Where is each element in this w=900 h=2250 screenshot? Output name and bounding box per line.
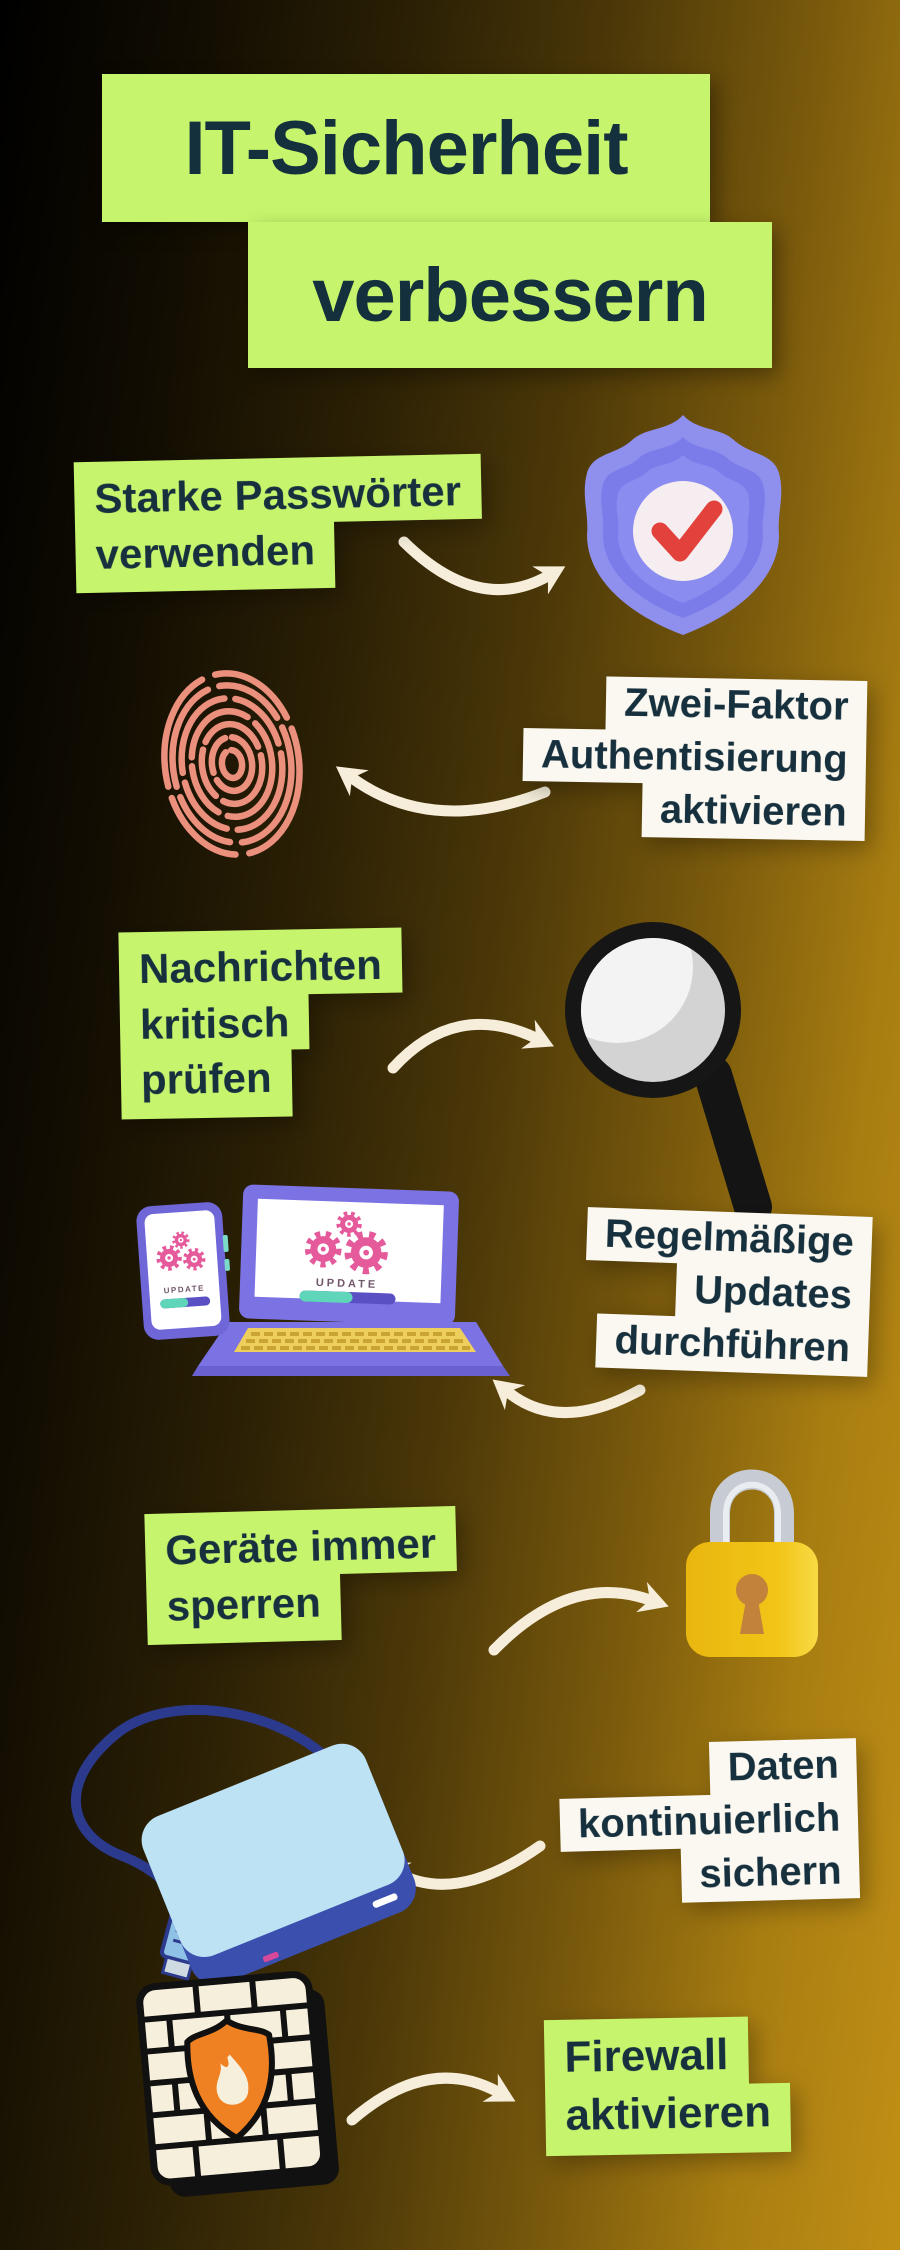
label-line: Firewall	[543, 2016, 749, 2088]
arrow-2fa	[335, 766, 551, 817]
label-nachrichten: Nachrichten kritisch prüfen	[118, 927, 404, 1120]
label-firewall: Firewall aktivieren	[543, 2016, 792, 2156]
label-line: Regelmäßige	[586, 1207, 873, 1271]
firewall-icon	[136, 1971, 339, 2197]
title-line2-box: verbessern	[248, 222, 772, 368]
arrow-passwords	[398, 536, 566, 596]
label-daten-sichern: Daten kontinuierlich sichern	[558, 1738, 861, 1905]
label-line: aktivieren	[545, 2082, 792, 2156]
arrow-updates	[492, 1379, 646, 1418]
label-line: Daten	[708, 1738, 858, 1796]
label-line: Zwei-Faktor	[605, 676, 868, 735]
label-line: Nachrichten	[118, 927, 403, 998]
label-line: Updates	[675, 1263, 871, 1324]
label-line: Starke Passwörter	[73, 453, 482, 527]
label-line: Geräte immer	[144, 1505, 457, 1579]
label-line: sichern	[680, 1844, 861, 1903]
label-starke-passwoerter: Starke Passwörter verwenden	[73, 453, 483, 594]
arrow-firewall	[346, 2072, 516, 2126]
label-line: durchführen	[595, 1313, 869, 1377]
label-geraete-sperren: Geräte immer sperren	[144, 1505, 458, 1646]
label-line: Authentisierung	[522, 728, 867, 788]
label-line: sperren	[146, 1573, 342, 1646]
devices-update-icon: UPDATE	[136, 1184, 510, 1376]
label-updates: Regelmäßige Updates durchführen	[582, 1207, 873, 1377]
title-line1-box: IT-Sicherheit	[102, 74, 710, 222]
label-line: aktivieren	[641, 783, 866, 841]
arrow-lock	[488, 1581, 669, 1656]
label-line: prüfen	[120, 1049, 293, 1120]
fingerprint-icon	[161, 670, 303, 858]
label-line: kontinuierlich	[559, 1791, 859, 1853]
padlock-icon	[686, 1469, 818, 1657]
shield-check-icon	[584, 415, 782, 635]
arrow-messages	[387, 1018, 554, 1074]
label-line: verwenden	[75, 521, 336, 594]
phone-screen-text: UPDATE	[163, 1284, 205, 1296]
magnifier-icon	[565, 922, 772, 1225]
title-line1: IT-Sicherheit	[184, 105, 628, 191]
label-zwei-faktor: Zwei-Faktor Authentisierung aktivieren	[522, 675, 868, 841]
title-line2: verbessern	[312, 252, 709, 338]
label-line: kritisch	[119, 993, 310, 1053]
harddrive-icon	[71, 1704, 416, 1985]
laptop-screen-text: UPDATE	[316, 1277, 379, 1291]
